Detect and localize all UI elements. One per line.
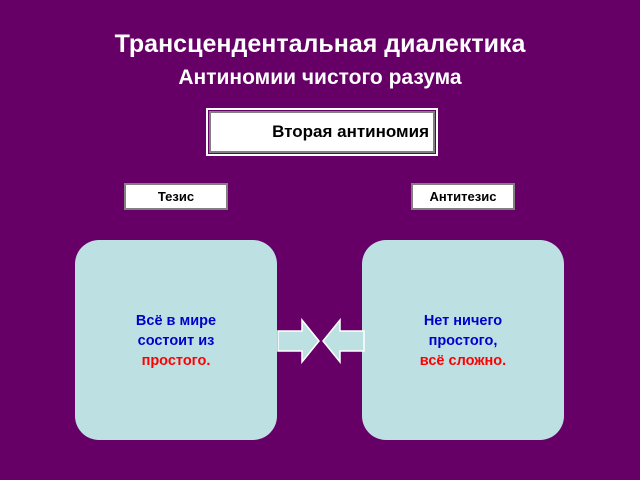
antithesis-line-1: Нет ничего (423, 313, 503, 329)
arrow-left-icon (322, 318, 365, 364)
page-title: Трансцендентальная диалектика (114, 30, 526, 58)
thesis-line-2: состоит из (137, 333, 215, 349)
opposing-arrows (277, 318, 365, 364)
antithesis-line-3: всё сложно. (419, 353, 507, 369)
thesis-line-3: простого. (141, 353, 211, 369)
page-subtitle: Антиномии чистого разума (178, 66, 462, 89)
arrow-right-icon (277, 318, 320, 364)
antithesis-card: Нет ничего простого, всё сложно. (362, 240, 564, 440)
antithesis-line-2: простого, (428, 333, 498, 349)
thesis-label-box: Тезис (124, 183, 228, 210)
antithesis-label-box: Антитезис (411, 183, 515, 210)
antinomy-label: Вторая антиномия (272, 122, 429, 141)
antinomy-label-box: Вторая антиномия (206, 108, 438, 156)
thesis-label: Тезис (157, 189, 195, 204)
antithesis-label: Антитезис (429, 189, 497, 204)
thesis-line-1: Всё в мире (135, 313, 217, 329)
thesis-card: Всё в мире состоит из простого. (75, 240, 277, 440)
